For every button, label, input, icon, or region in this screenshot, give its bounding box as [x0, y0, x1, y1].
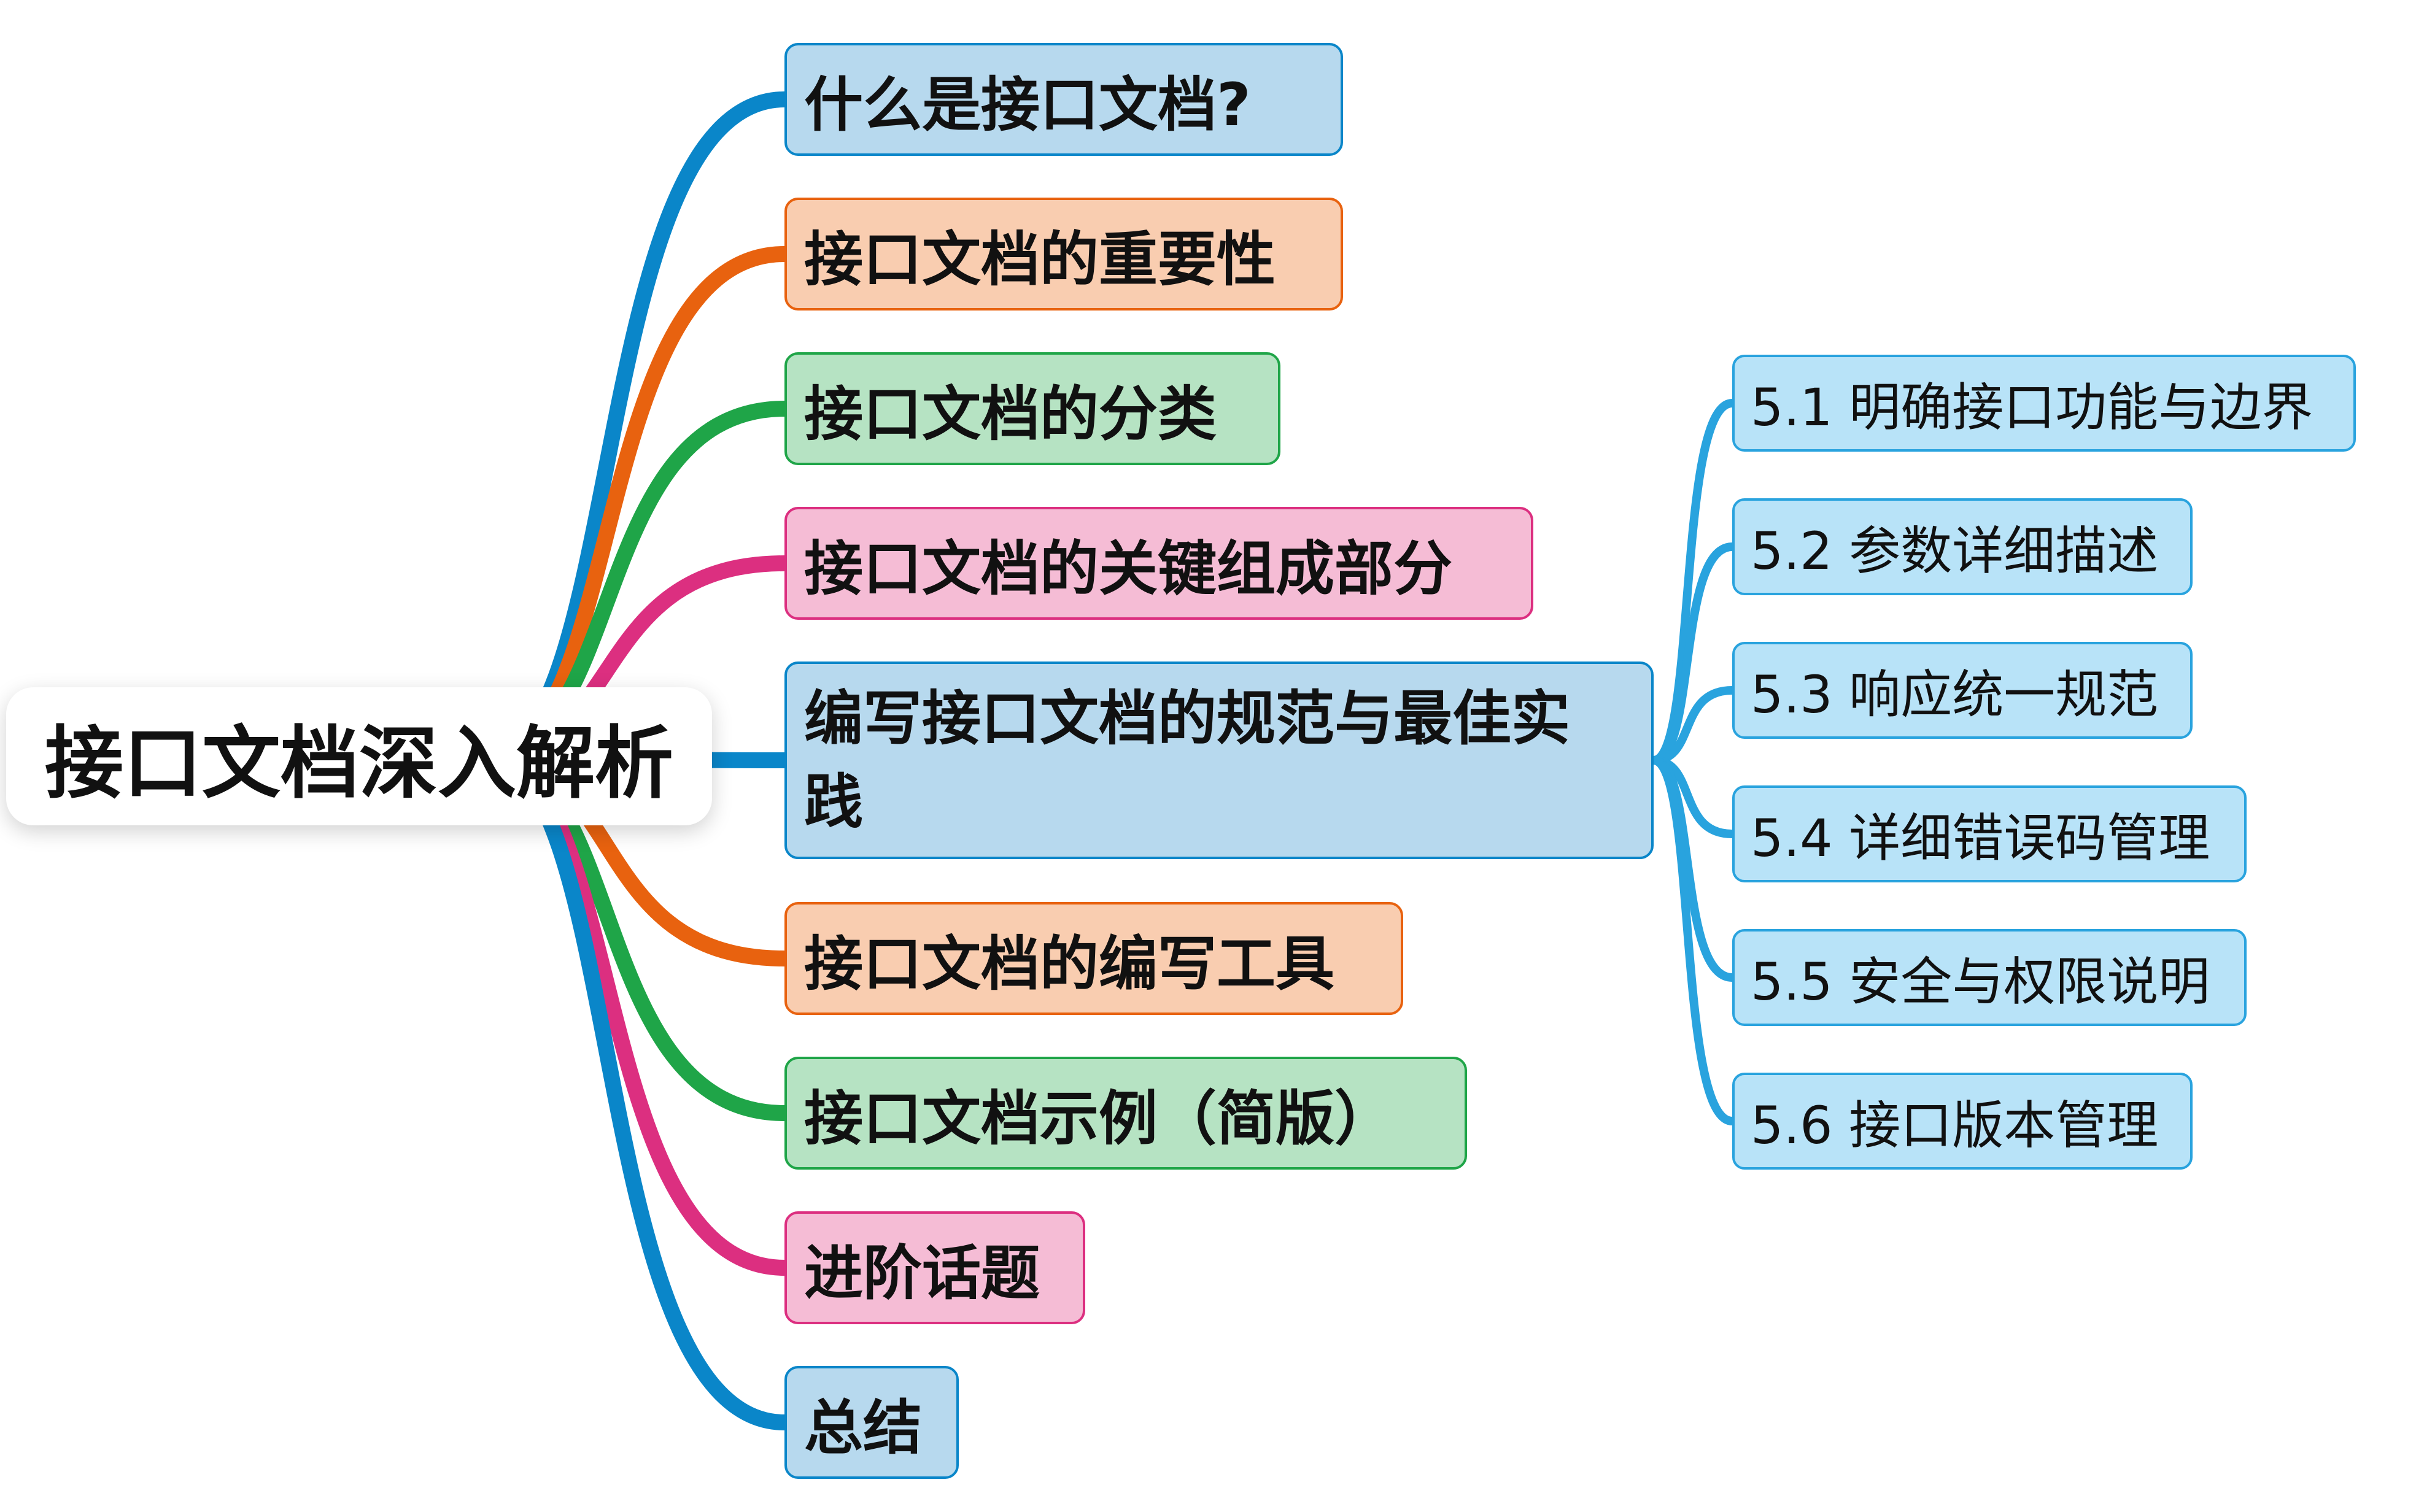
subtopic-5-3[interactable]: 5.3 响应统一规范 — [1732, 642, 2193, 739]
branch-example[interactable]: 接口文档示例（简版） — [784, 1057, 1467, 1170]
branch-summary[interactable]: 总结 — [784, 1366, 959, 1479]
branch-what-is-api-doc[interactable]: 什么是接口文档? — [784, 43, 1343, 156]
subtopic-5-1[interactable]: 5.1 明确接口功能与边界 — [1732, 355, 2356, 452]
subtopic-connector — [1649, 542, 1736, 765]
branch-importance[interactable]: 接口文档的重要性 — [784, 198, 1343, 310]
subtopic-5-6[interactable]: 5.6 接口版本管理 — [1732, 1073, 2193, 1170]
branch-advanced-topics[interactable]: 进阶话题 — [784, 1211, 1085, 1324]
subtopic-connector — [1649, 686, 1736, 765]
subtopic-connector — [1649, 756, 1736, 1125]
subtopic-5-4[interactable]: 5.4 详细错误码管理 — [1732, 785, 2247, 882]
branch-classification[interactable]: 接口文档的分类 — [784, 352, 1280, 465]
branch-key-components[interactable]: 接口文档的关键组成部分 — [784, 507, 1533, 620]
root-topic[interactable]: 接口文档深入解析 — [6, 687, 712, 825]
subtopic-5-2[interactable]: 5.2 参数详细描述 — [1732, 498, 2193, 595]
subtopic-5-5[interactable]: 5.5 安全与权限说明 — [1732, 929, 2247, 1026]
branch-best-practices[interactable]: 编写接口文档的规范与最佳实践 — [784, 662, 1654, 859]
branch-writing-tools[interactable]: 接口文档的编写工具 — [784, 902, 1403, 1015]
